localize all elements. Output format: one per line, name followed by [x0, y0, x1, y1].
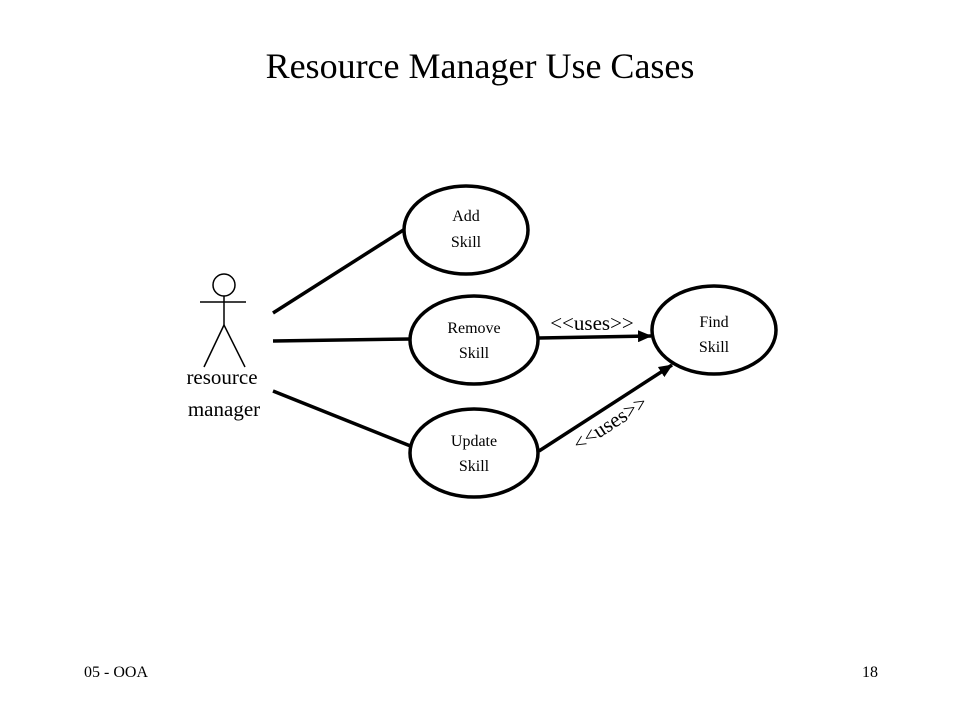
use-case-add-skill-label-line1: Add: [452, 208, 480, 225]
actor-stick-figure: [200, 273, 246, 368]
use-case-update-skill-shape: [408, 407, 540, 499]
uses-arrow-remove-to-find: [538, 330, 652, 343]
actor-right-leg: [223, 324, 246, 368]
use-case-update-skill-label-line1: Update: [451, 433, 497, 450]
actor-left-leg: [203, 324, 225, 368]
use-case-find-skill-label-line2: Skill: [699, 339, 730, 356]
actor-name-line1: resource: [186, 365, 257, 389]
association-add-skill: [272, 227, 406, 315]
use-case-add-skill-label-line2: Skill: [451, 234, 482, 251]
use-case-remove-skill-label-line1: Remove: [447, 320, 500, 337]
use-case-remove-skill[interactable]: Remove Skill: [408, 294, 540, 386]
use-case-add-skill-shape: [402, 184, 530, 276]
actor-name-line2: manager: [188, 397, 260, 421]
use-case-remove-skill-label-line2: Skill: [459, 345, 490, 362]
uses-label-remove-to-find: <<uses>>: [550, 311, 634, 335]
slide-title: Resource Manager Use Cases: [265, 46, 695, 86]
use-case-find-skill-shape: [650, 284, 778, 376]
footer-page-number: 18: [862, 664, 878, 681]
association-remove-skill: [272, 337, 412, 343]
association-update-skill: [272, 389, 414, 449]
uses-arrow-update-to-find: [538, 363, 673, 453]
use-case-update-skill-label-line2: Skill: [459, 458, 490, 475]
use-case-find-skill-label-line1: Find: [699, 314, 728, 331]
actor-head: [212, 273, 236, 297]
use-case-add-skill[interactable]: Add Skill: [402, 184, 530, 276]
use-case-find-skill[interactable]: Find Skill: [650, 284, 778, 376]
footer-course-label: 05 - OOA: [84, 664, 148, 681]
use-case-update-skill[interactable]: Update Skill: [408, 407, 540, 499]
use-case-remove-skill-shape: [408, 294, 540, 386]
